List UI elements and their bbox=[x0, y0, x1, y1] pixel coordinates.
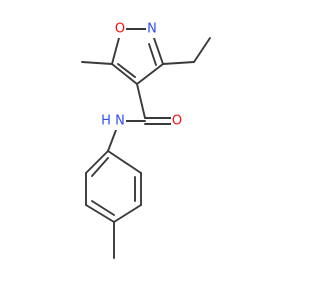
amide-group bbox=[107, 83, 172, 152]
bond-c5-o1 bbox=[111, 37, 120, 65]
atom-o1-label: O bbox=[115, 22, 125, 37]
bond-n2-c3 bbox=[153, 37, 164, 65]
bond-ar4-ar5 bbox=[85, 204, 115, 223]
bond-c3-ch2 bbox=[162, 61, 195, 65]
bond-n-ring bbox=[107, 129, 117, 152]
atom-amide-n-label: N bbox=[115, 114, 125, 129]
tolyl-ring bbox=[85, 150, 142, 259]
structure-canvas: O N O N H bbox=[81, 20, 211, 259]
bond-ar1-ar2 bbox=[107, 150, 142, 174]
bond-ar6-ar1 bbox=[85, 150, 109, 174]
bond-c5-ch3 bbox=[81, 61, 113, 65]
atom-n2-label: N bbox=[147, 22, 157, 37]
atom-amide-h-label: H bbox=[101, 114, 111, 129]
bond-ar6-ar1-inner bbox=[91, 157, 109, 177]
bond-c4-carbonyl bbox=[136, 83, 146, 119]
methyl-group bbox=[81, 61, 113, 65]
bond-n2-c3-inner bbox=[148, 43, 157, 66]
bond-c4-c5 bbox=[111, 63, 138, 85]
bond-ar3-ar4 bbox=[113, 204, 142, 223]
bond-ch2-ch3 bbox=[193, 37, 211, 63]
bond-ar4-ar5-inner bbox=[91, 200, 115, 216]
molecule-drawing: O N O N H bbox=[81, 20, 211, 259]
atom-carbonyl-o-label: O bbox=[172, 114, 182, 129]
bond-c3-c4 bbox=[136, 63, 164, 85]
isoxazole-ring bbox=[111, 28, 164, 85]
bond-c4-c5-inner bbox=[117, 63, 136, 78]
ethyl-group bbox=[162, 37, 211, 65]
